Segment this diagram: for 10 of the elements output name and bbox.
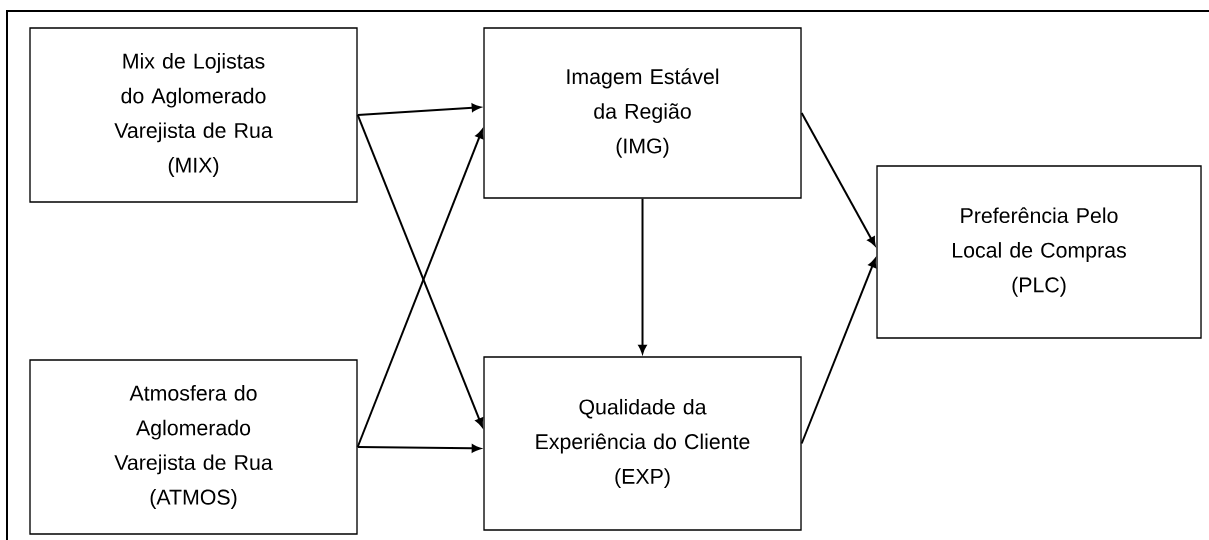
arrow [800,258,877,445]
concept-box: Preferência Pelo Local de Compras (PLC) [876,165,1202,339]
concept-box: Atmosfera do Aglomerado Varejista de Rua (ATMOS) [29,359,358,535]
concept-box: Mix de Lojistas do Aglomerado Varejista de Rua (MIX) [29,27,358,203]
arrow [638,197,647,354]
arrow [356,444,481,453]
concept-box: Imagem Estável da Região (IMG) [483,27,802,199]
concept-box: Qualidade da Experiência do Cliente (EXP) [483,356,802,531]
arrow [800,112,876,246]
arrow [356,103,481,116]
